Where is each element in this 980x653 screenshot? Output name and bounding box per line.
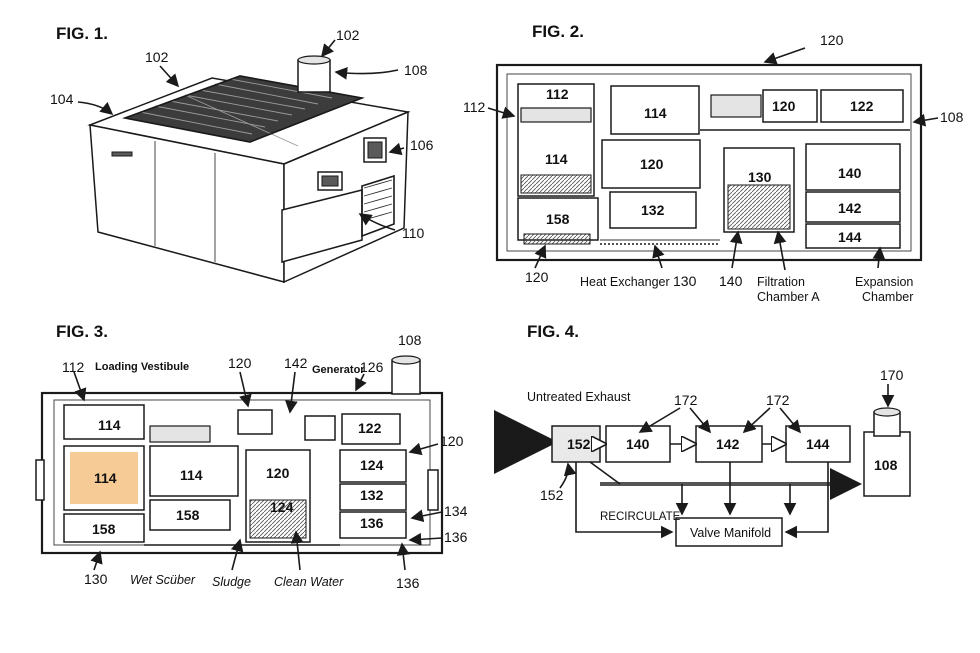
fig3-block-114b: 114: [94, 470, 117, 486]
fig4-ref-172b: 172: [766, 392, 790, 408]
fig2-block-114b: 114: [545, 151, 568, 167]
fig3-ref-134: 134: [444, 503, 468, 519]
fig1-ref-104: 104: [50, 91, 74, 107]
fig2-ref-120-top: 120: [820, 32, 844, 48]
fig4-label-untreated-exhaust: Untreated Exhaust: [527, 390, 631, 404]
fig2-block-122: 122: [850, 98, 874, 114]
fig2-label-filtration-2: Chamber A: [757, 290, 820, 304]
fig4-block-144: 144: [806, 436, 830, 452]
fig3-ref-142: 142: [284, 355, 308, 371]
fig2-label-expansion-2: Chamber: [862, 290, 913, 304]
fig3-block-124a: 124: [360, 457, 384, 473]
fig3-label-clean-water: Clean Water: [274, 575, 344, 589]
fig3-block-114c: 114: [180, 467, 203, 483]
fig3-block-124b: 124: [270, 499, 294, 515]
fig2-plan-drawing: [487, 47, 939, 271]
fig4-label-recirculate: RECIRCULATE: [600, 511, 681, 523]
fig3-block-114a: 114: [98, 417, 121, 433]
fig3-ref-136b: 136: [396, 575, 420, 591]
fig4-ref-152: 152: [540, 487, 564, 503]
fig2-ref-130: 130: [673, 273, 697, 289]
fig4-block-108: 108: [874, 457, 898, 473]
fig2-block-142: 142: [838, 200, 862, 216]
fig1-ref-102b: 102: [336, 27, 360, 43]
fig2-ref-120-bottom: 120: [525, 269, 549, 285]
fig3-block-120: 120: [266, 465, 290, 481]
fig4-block-152: 152: [567, 436, 591, 452]
fig3-label-wet-scrubber: Wet Scüber: [130, 573, 196, 587]
fig3-ref-108: 108: [398, 332, 422, 348]
fig3-label-sludge: Sludge: [212, 575, 251, 589]
fig4-block-142: 142: [716, 436, 740, 452]
fig3-title: FIG. 3.: [56, 322, 108, 341]
fig2-block-130: 130: [748, 169, 772, 185]
fig3-ref-136a: 136: [444, 529, 468, 545]
fig1-unit-drawing: [77, 39, 411, 284]
fig2-block-120a: 120: [772, 98, 796, 114]
fig4-block-140: 140: [626, 436, 650, 452]
fig3-block-122: 122: [358, 420, 382, 436]
fig4-label-valve-manifold: Valve Manifold: [690, 526, 771, 540]
fig2-label-expansion-1: Expansion: [855, 275, 913, 289]
fig3-block-136: 136: [360, 515, 384, 531]
fig2-block-144: 144: [838, 229, 862, 245]
fig4-flow-diagram: [494, 384, 911, 547]
fig3-label-generator: Generator: [312, 364, 365, 376]
fig3-block-158a: 158: [176, 507, 200, 523]
fig3-block-132: 132: [360, 487, 384, 503]
fig3-ref-112: 112: [62, 359, 85, 375]
fig2-title: FIG. 2.: [532, 22, 584, 41]
fig2-ref-112: 112: [463, 99, 486, 115]
fig1-ref-110: 110: [402, 225, 425, 241]
fig2-block-114a: 114: [644, 105, 667, 121]
fig4-ref-170: 170: [880, 367, 904, 383]
fig1-ref-108: 108: [404, 62, 428, 78]
fig3-ref-126: 126: [360, 359, 384, 375]
fig1-ref-102a: 102: [145, 49, 169, 65]
fig3-section-drawing: [35, 355, 444, 571]
fig2-label-heat-exchanger: Heat Exchanger: [580, 275, 670, 289]
fig2-block-158: 158: [546, 211, 570, 227]
fig3-ref-130: 130: [84, 571, 108, 587]
fig2-ref-140: 140: [719, 273, 743, 289]
fig1-ref-106: 106: [410, 137, 434, 153]
fig2-ref-108: 108: [940, 109, 964, 125]
fig4-ref-172a: 172: [674, 392, 698, 408]
fig3-block-158b: 158: [92, 521, 116, 537]
fig3-ref-120-top: 120: [228, 355, 252, 371]
fig1-title: FIG. 1.: [56, 24, 108, 43]
fig3-label-loading-vestibule: Loading Vestibule: [95, 361, 189, 373]
fig3-ref-120-right: 120: [440, 433, 464, 449]
fig4-title: FIG. 4.: [527, 322, 579, 341]
fig2-block-112: 112: [546, 86, 569, 102]
fig2-block-132: 132: [641, 202, 665, 218]
fig2-block-120b: 120: [640, 156, 664, 172]
fig2-label-filtration-1: Filtration: [757, 275, 805, 289]
fig2-block-140: 140: [838, 165, 862, 181]
